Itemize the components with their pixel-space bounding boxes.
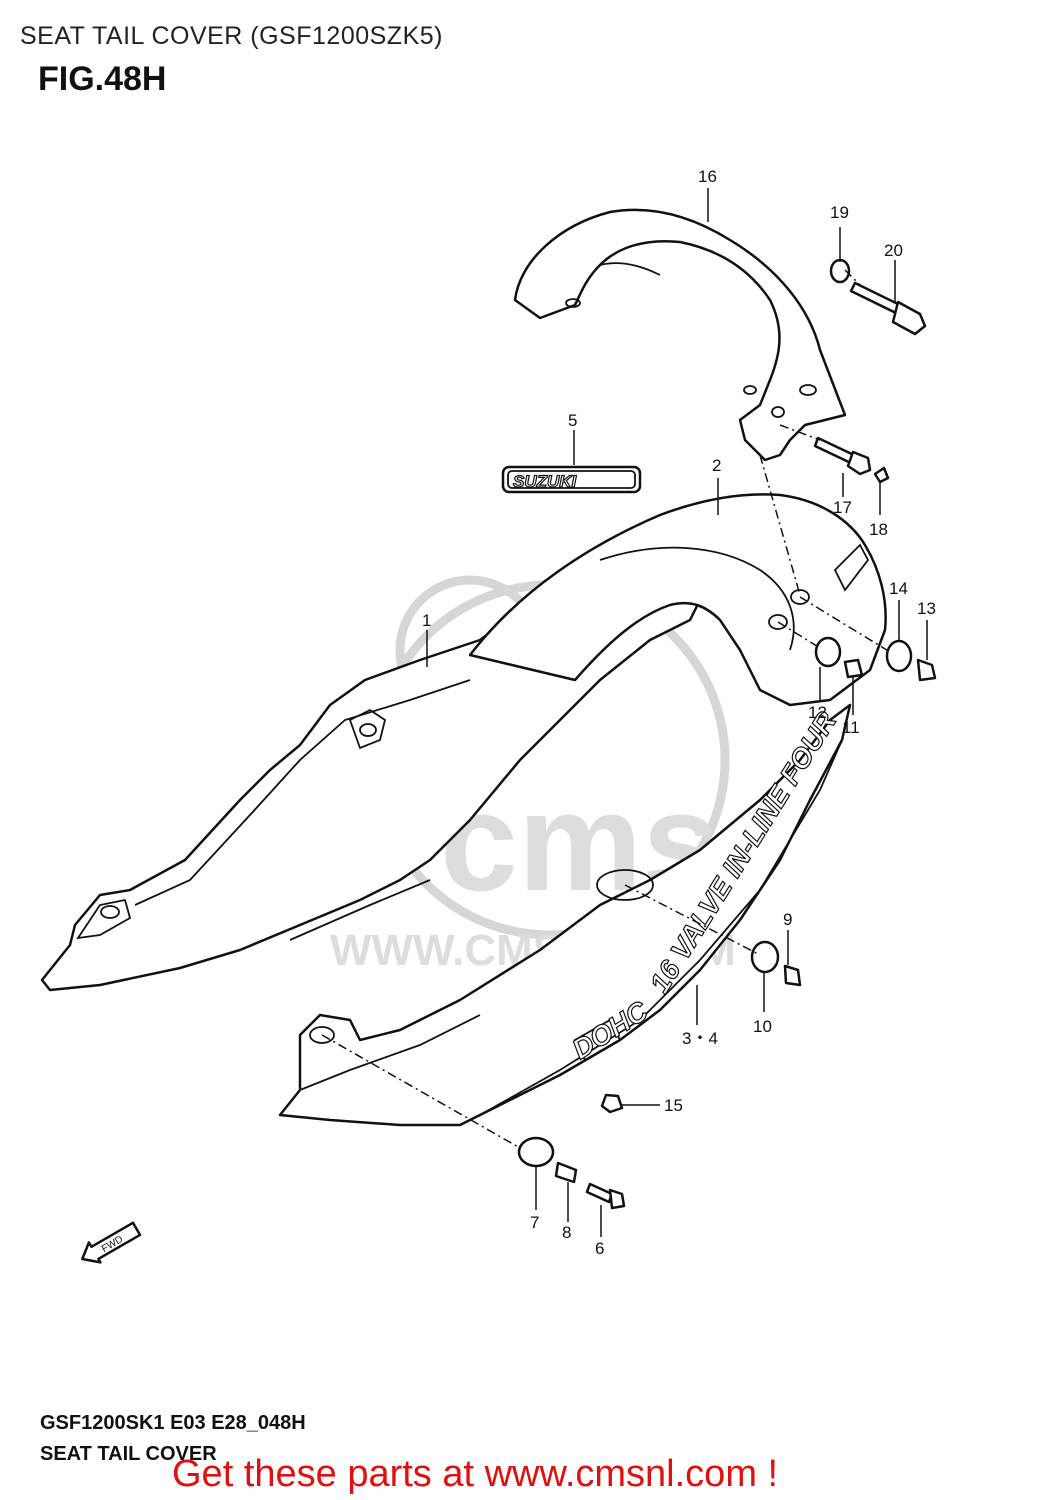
callout-12: 12	[808, 703, 827, 722]
tail-cover-center	[468, 493, 887, 707]
callouts: 16 19 20 5 2 17 18 14 13 1 12 11 9 10 3・…	[422, 167, 936, 1258]
callout-18: 18	[869, 520, 888, 539]
callout-3-4: 3・4	[682, 1029, 718, 1048]
grab-rail	[513, 208, 847, 462]
assembly-lines	[321, 269, 891, 1149]
callout-15: 15	[664, 1096, 683, 1115]
callout-2: 2	[712, 456, 721, 475]
callout-6: 6	[595, 1239, 604, 1258]
leader-lines	[426, 188, 928, 1237]
callout-20: 20	[884, 241, 903, 260]
callout-16: 16	[698, 167, 717, 186]
right-side-cover	[278, 703, 852, 1127]
figure-label: FIG.48H	[38, 60, 167, 98]
callout-5: 5	[568, 411, 577, 430]
left-side-cover	[40, 568, 702, 992]
badge-text: SUZUKI	[513, 472, 578, 491]
callout-17: 17	[833, 498, 852, 517]
page-title: SEAT TAIL COVER (GSF1200SZK5)	[20, 22, 443, 50]
callout-7: 7	[530, 1213, 539, 1232]
diagram-code: GSF1200SK1 E03 E28_048H	[40, 1412, 306, 1434]
suzuki-badge: SUZUKI	[501, 465, 642, 494]
fwd-arrow: FWD	[81, 1221, 142, 1264]
diagram-name: SEAT TAIL COVER	[40, 1443, 217, 1465]
callout-8: 8	[562, 1223, 571, 1242]
callout-14: 14	[889, 579, 908, 598]
callout-1: 1	[422, 611, 431, 630]
hardware	[517, 258, 937, 1210]
callout-11: 11	[842, 718, 860, 737]
callout-19: 19	[830, 203, 849, 222]
callout-10: 10	[753, 1017, 772, 1036]
promo-link[interactable]: Get these parts at www.cmsnl.com !	[172, 1453, 779, 1495]
callout-9: 9	[783, 910, 792, 929]
callout-13: 13	[917, 599, 936, 618]
